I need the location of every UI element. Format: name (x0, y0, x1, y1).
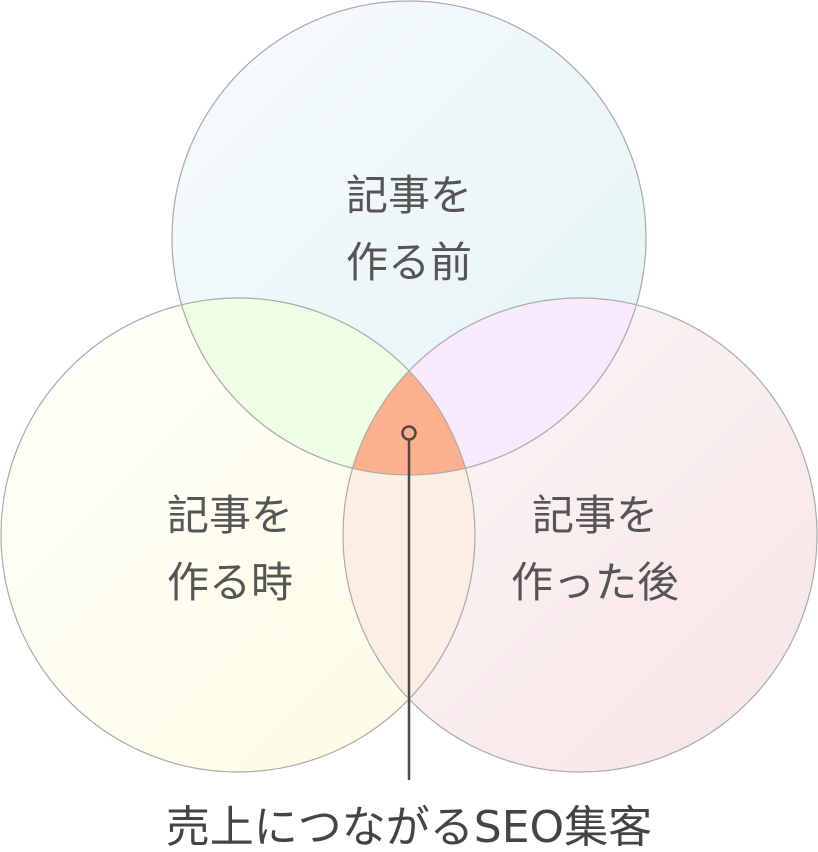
label-before-line2: 作る前 (346, 238, 472, 287)
caption: 売上につながるSEO集客 (166, 802, 652, 852)
circle-during-outline (0, 297, 476, 773)
pointer-dot (401, 425, 417, 441)
label-after-line2: 作った後 (511, 558, 679, 607)
overlap-before-during (172, 298, 475, 475)
label-after-line1: 記事を (532, 491, 658, 540)
circle-after-outline (342, 297, 818, 773)
overlap-before-after (343, 298, 646, 475)
label-during-line1: 記事を (167, 491, 293, 540)
label-during-line2: 作る時 (167, 558, 293, 607)
label-before-line1: 記事を (346, 171, 472, 220)
